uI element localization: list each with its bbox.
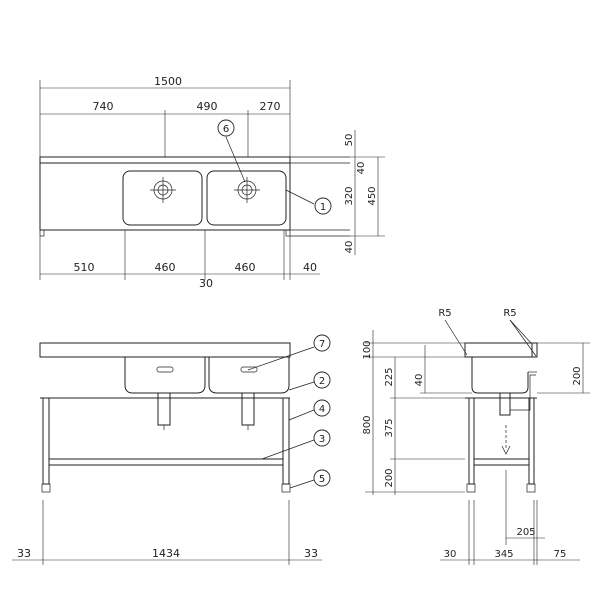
- dim-side-40: 40: [414, 374, 425, 387]
- svg-text:4: 4: [319, 404, 325, 415]
- dim-depth: 450: [367, 186, 378, 205]
- front-sink-left: [124, 357, 206, 394]
- svg-text:2: 2: [319, 376, 325, 387]
- side-top-edge: [464, 342, 538, 358]
- radius-label-right: R5: [503, 308, 516, 319]
- dim-overall-width: 1500: [154, 75, 182, 88]
- front-leg-left: [42, 397, 50, 485]
- right-dimensions: 50 40 320 40 450: [344, 130, 385, 255]
- sink-right: [206, 170, 287, 226]
- sink-left: [122, 170, 203, 226]
- callout-6: 6: [217, 119, 246, 183]
- dim-lower-2: 460: [155, 261, 176, 274]
- dim-side-w3: 75: [554, 549, 567, 560]
- callout-7: 7: [247, 334, 331, 371]
- front-view: 33 1434 33 7 2 4 3 5: [12, 334, 331, 565]
- dim-right-4: 40: [344, 241, 355, 254]
- dim-front-3: 33: [304, 547, 318, 560]
- top-view: 1500 740 490 270 510 460 460 40 30: [39, 75, 385, 290]
- side-width-dimensions: 30 345 75 205: [440, 470, 580, 565]
- drain-right-icon: [234, 177, 260, 203]
- side-leg-front: [468, 397, 475, 485]
- dim-side-top: 100: [362, 340, 373, 359]
- dim-backsplash: 200: [572, 366, 583, 385]
- front-dimensions: 33 1434 33: [12, 500, 322, 565]
- dim-drain-offset: 205: [516, 527, 535, 538]
- bottom-dimensions: 510 460 460 40 30: [39, 230, 320, 290]
- dim-upper-2: 490: [197, 100, 218, 113]
- dim-lower-1: 510: [74, 261, 95, 274]
- callout-5: 5: [289, 469, 331, 489]
- top-dimensions: 1500 740 490 270: [39, 75, 291, 157]
- svg-text:7: 7: [319, 339, 325, 350]
- side-leg-back: [528, 397, 535, 485]
- side-sink-bowl: [471, 357, 529, 394]
- front-top-edge: [39, 342, 291, 358]
- table-top-outline: [39, 156, 291, 231]
- callout-1: 1: [285, 189, 332, 215]
- front-sink-right: [208, 357, 290, 394]
- svg-text:5: 5: [319, 474, 325, 485]
- dim-total-height: 800: [362, 415, 373, 434]
- front-leg-right: [282, 397, 290, 485]
- dim-right-3: 320: [344, 186, 355, 205]
- dim-upper-1: 740: [93, 100, 114, 113]
- svg-text:1: 1: [320, 202, 326, 213]
- dim-lower-4: 40: [303, 261, 317, 274]
- callout-4: 4: [288, 399, 331, 421]
- dim-lower-extra: 30: [199, 277, 213, 290]
- dim-side-bowl: 225: [384, 367, 395, 386]
- radius-label-left: R5: [438, 308, 451, 319]
- drain-left-icon: [150, 177, 176, 203]
- side-view: R5 R5 100 225 40 375 200 800: [362, 308, 590, 565]
- svg-text:3: 3: [319, 434, 325, 445]
- dim-front-1: 33: [17, 547, 31, 560]
- dim-side-w1: 30: [444, 549, 457, 560]
- dim-side-bottom: 200: [384, 468, 395, 487]
- callout-2: 2: [288, 371, 331, 391]
- dim-side-w2: 345: [494, 549, 513, 560]
- dim-upper-3: 270: [260, 100, 281, 113]
- callout-3: 3: [261, 429, 331, 460]
- dim-side-mid: 375: [384, 418, 395, 437]
- dim-lower-3: 460: [235, 261, 256, 274]
- dim-right-2: 40: [356, 162, 367, 175]
- side-height-dimensions: 100 225 40 375 200 800: [362, 330, 472, 495]
- svg-text:6: 6: [223, 124, 229, 135]
- dim-right-1: 50: [344, 134, 355, 147]
- dim-front-2: 1434: [152, 547, 180, 560]
- backsplash-dimension: 200: [537, 342, 590, 394]
